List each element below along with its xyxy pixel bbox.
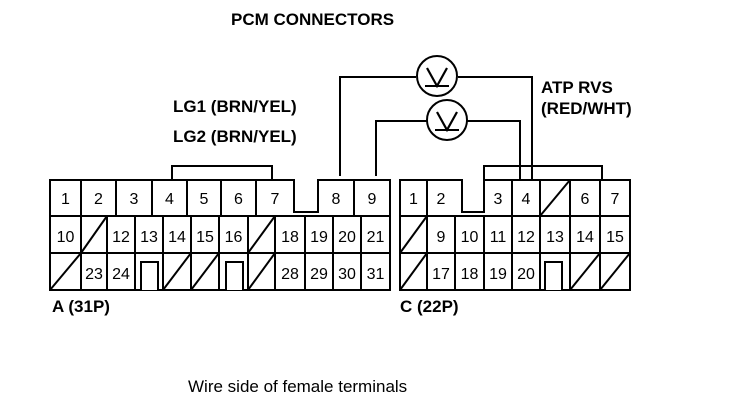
connector_a-terminal: 8 — [332, 191, 341, 208]
connector-a-label: A (31P) — [52, 297, 110, 316]
wire-a9-to-meter2 — [375, 120, 427, 176]
connector_c-terminal: 9 — [437, 229, 446, 246]
connector-c-outline — [399, 179, 631, 291]
connector_c-terminal: 19 — [489, 266, 507, 283]
connector_c-terminal: 20 — [517, 266, 535, 283]
connector_a-terminal: 4 — [165, 191, 174, 208]
connector_a-terminal: 24 — [112, 266, 130, 283]
wire-meter1-to-c4 — [458, 76, 533, 200]
wire-meter2-to-c3 — [467, 120, 521, 200]
connector_c-terminal: 13 — [546, 229, 564, 246]
connector_a-terminal: 23 — [85, 266, 103, 283]
connector_a-terminal: 30 — [338, 266, 356, 283]
lg2-label: LG2 (BRN/YEL) — [173, 127, 297, 146]
connector_a-terminal: 21 — [367, 229, 385, 246]
connector_c-terminal: 12 — [517, 229, 535, 246]
connector_a-terminal: 20 — [338, 229, 356, 246]
connector-c-latch — [483, 165, 603, 180]
atp-rvs-label: ATP RVS — [541, 78, 613, 97]
atp-rvs-wire-color: (RED/WHT) — [541, 99, 632, 118]
wire-a8-to-meter1 — [339, 76, 416, 176]
connector_c-terminal: 3 — [494, 191, 503, 208]
connector_a-terminal: 3 — [130, 191, 139, 208]
connector-a-latch — [171, 165, 273, 181]
voltmeter-icon — [426, 99, 468, 141]
connector_a-terminal: 6 — [234, 191, 243, 208]
connector_a-terminal: 13 — [140, 229, 158, 246]
connector_c-terminal: 11 — [490, 229, 507, 246]
connector_a-terminal: 19 — [310, 229, 328, 246]
connector-c-label: C (22P) — [400, 297, 459, 316]
connector_a-terminal: 9 — [368, 191, 377, 208]
connector_a-terminal: 18 — [281, 229, 299, 246]
connector_a-terminal: 29 — [310, 266, 328, 283]
connector_c-terminal: 2 — [437, 191, 446, 208]
connector_a-terminal: 12 — [112, 229, 130, 246]
connector_c-terminal: 17 — [432, 266, 450, 283]
connector_a-terminal: 7 — [271, 191, 280, 208]
connector_a-terminal: 31 — [367, 266, 385, 283]
connector_a-terminal: 28 — [281, 266, 299, 283]
voltmeter-icon — [416, 55, 458, 97]
connector_c-terminal: 6 — [581, 191, 590, 208]
connector_c-terminal: 18 — [461, 266, 479, 283]
connector_c-terminal: 1 — [409, 191, 418, 208]
connector_a-terminal: 10 — [57, 229, 75, 246]
diagram-caption: Wire side of female terminals — [188, 377, 408, 396]
lg1-label: LG1 (BRN/YEL) — [173, 97, 297, 116]
connector_c-terminal: 4 — [522, 191, 531, 208]
connector_c-terminal: 7 — [611, 191, 620, 208]
connector_c-terminal: 15 — [606, 229, 624, 246]
connector_c-terminal: 10 — [461, 229, 479, 246]
connector_a-terminal: 5 — [200, 191, 209, 208]
connector_a-terminal: 15 — [196, 229, 214, 246]
diagram-title: PCM CONNECTORS — [231, 10, 395, 29]
connector_a-terminal: 14 — [168, 229, 186, 246]
connector_c-terminal: 14 — [576, 229, 594, 246]
connector_a-terminal: 2 — [94, 191, 103, 208]
connector_a-terminal: 16 — [225, 229, 243, 246]
connector_a-terminal: 1 — [61, 191, 70, 208]
